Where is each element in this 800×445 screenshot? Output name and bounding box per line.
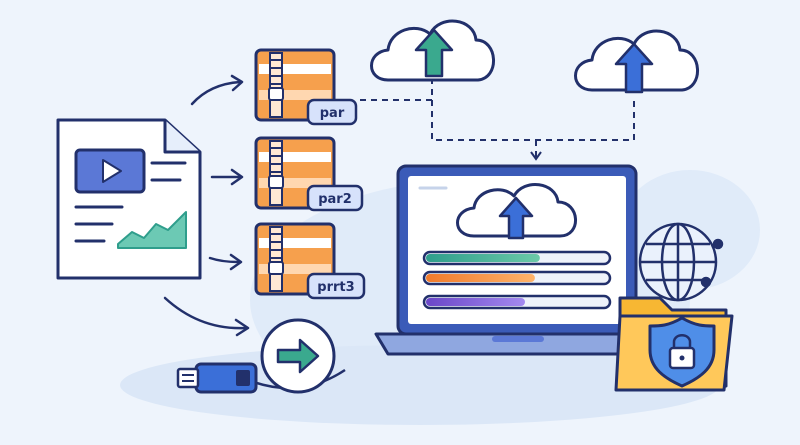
cloud-upload-icon [370, 19, 495, 82]
zip-archive-icon [254, 48, 336, 122]
connector-arrowhead [530, 151, 542, 161]
split-arrows [163, 74, 250, 337]
archive-label: par [320, 106, 345, 121]
cloud-upload-icon [574, 29, 699, 94]
usb-drive-icon [176, 362, 346, 394]
archive-badge: prrt3 [306, 272, 366, 300]
archive-badge: par [306, 98, 358, 126]
progress-fill [426, 254, 540, 262]
archive-label: par2 [318, 192, 352, 207]
secure-folder-icon [614, 296, 734, 392]
dashed-connectors [360, 80, 635, 158]
archive-badge: par2 [306, 184, 364, 212]
progress-fill [426, 274, 535, 282]
upload-progress-list [422, 250, 612, 310]
progress-fill [426, 298, 526, 306]
archive-label: prrt3 [317, 280, 354, 295]
globe-icon [638, 222, 724, 302]
cloud-upload-icon [456, 183, 577, 240]
arrow-circle-icon [260, 318, 336, 394]
video-document-icon [56, 118, 202, 280]
